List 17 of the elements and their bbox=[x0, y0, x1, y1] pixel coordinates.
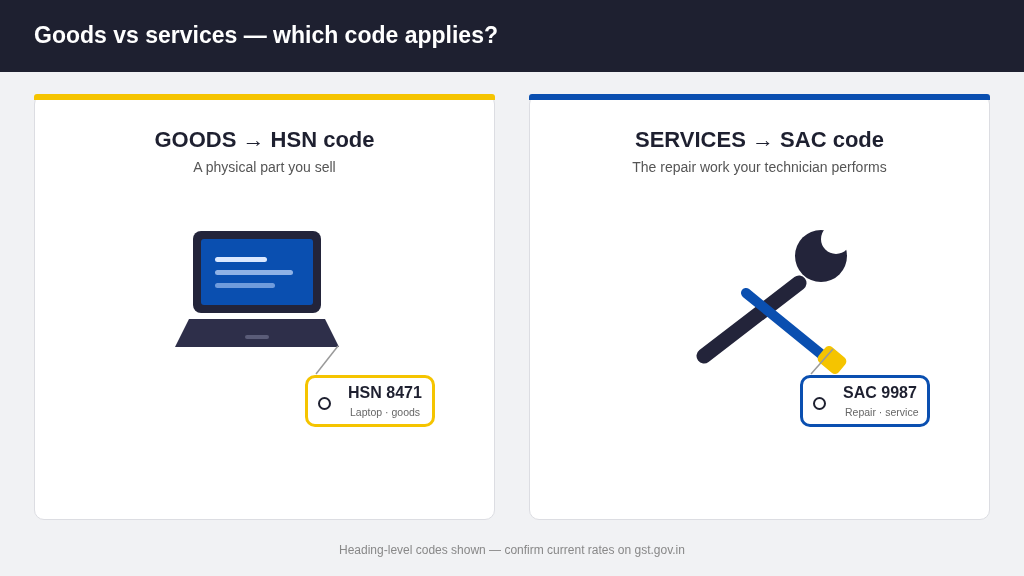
category-card bbox=[529, 94, 990, 520]
card-heading: GOODS → HSN code bbox=[153, 127, 376, 153]
leader-line bbox=[315, 345, 339, 375]
leader-line bbox=[810, 348, 834, 375]
tag-code: SAC 9987 bbox=[843, 384, 917, 402]
category-card bbox=[34, 94, 495, 520]
card-subtitle: The repair work your technician performs bbox=[631, 159, 888, 175]
laptop-drawing bbox=[175, 231, 339, 349]
code-tag bbox=[800, 375, 930, 427]
tag-code: HSN 8471 bbox=[348, 384, 422, 402]
footer-note: Heading-level codes shown — confirm current rates on gst.gov.in bbox=[338, 543, 686, 557]
card-subtitle: A physical part you sell bbox=[192, 159, 337, 175]
tag-note: Laptop · goods bbox=[350, 406, 421, 418]
tag-note: Repair · service bbox=[845, 406, 919, 418]
code-tag bbox=[305, 375, 435, 427]
page-title: Goods vs services — which code applies? bbox=[34, 22, 498, 49]
card-heading: SERVICES → SAC code bbox=[634, 127, 885, 153]
